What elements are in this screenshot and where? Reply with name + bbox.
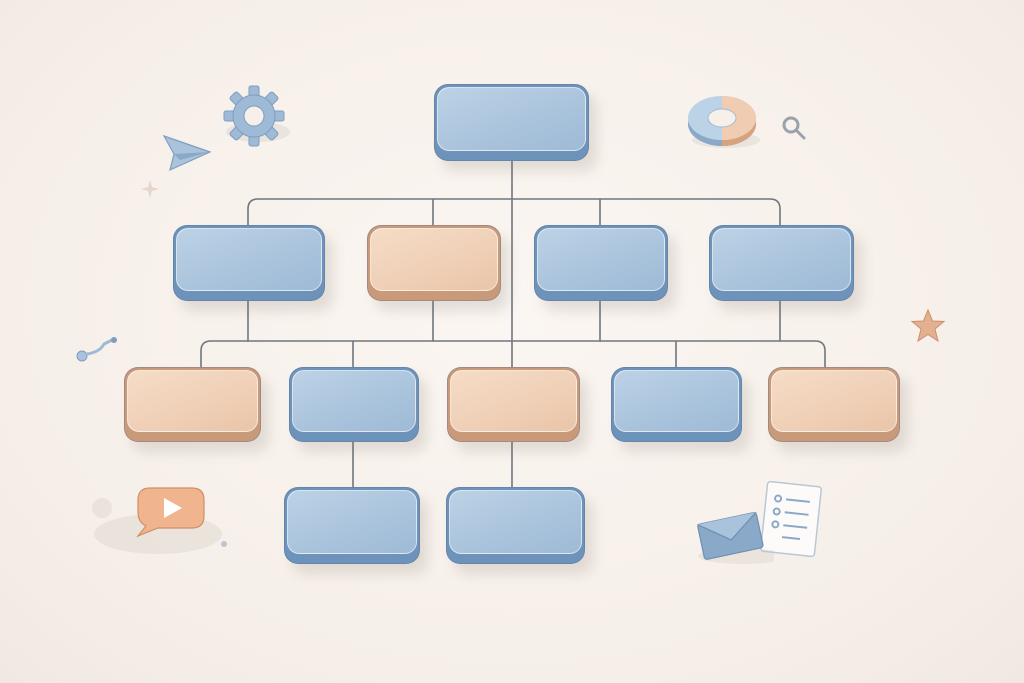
sparkle-icon (141, 180, 159, 198)
video-chat-icon (92, 487, 227, 554)
checklist-icon (760, 480, 822, 558)
envelope-icon (697, 511, 774, 564)
connector-icon (76, 337, 117, 362)
connector-l2-bus (200, 340, 826, 369)
star-icon (910, 308, 946, 343)
org-node-l1-b[interactable] (367, 225, 501, 301)
org-node-l3-b[interactable] (446, 487, 585, 564)
magnifier-icon (782, 116, 806, 140)
org-node-l2-e[interactable] (768, 367, 900, 442)
donut-chart-icon (688, 96, 760, 148)
org-node-l2-a[interactable] (124, 367, 261, 442)
org-node-l3-a[interactable] (284, 487, 420, 564)
org-node-l2-c[interactable] (447, 367, 580, 442)
org-node-l1-c[interactable] (534, 225, 668, 301)
org-node-l2-d[interactable] (611, 367, 742, 442)
org-node-root[interactable] (434, 84, 589, 161)
gear-icon (223, 85, 290, 147)
org-node-l1-a[interactable] (173, 225, 325, 301)
connector-l1-bus (247, 198, 781, 226)
org-node-l1-d[interactable] (709, 225, 854, 301)
paper-plane-icon (162, 134, 212, 172)
org-node-l2-b[interactable] (289, 367, 419, 442)
